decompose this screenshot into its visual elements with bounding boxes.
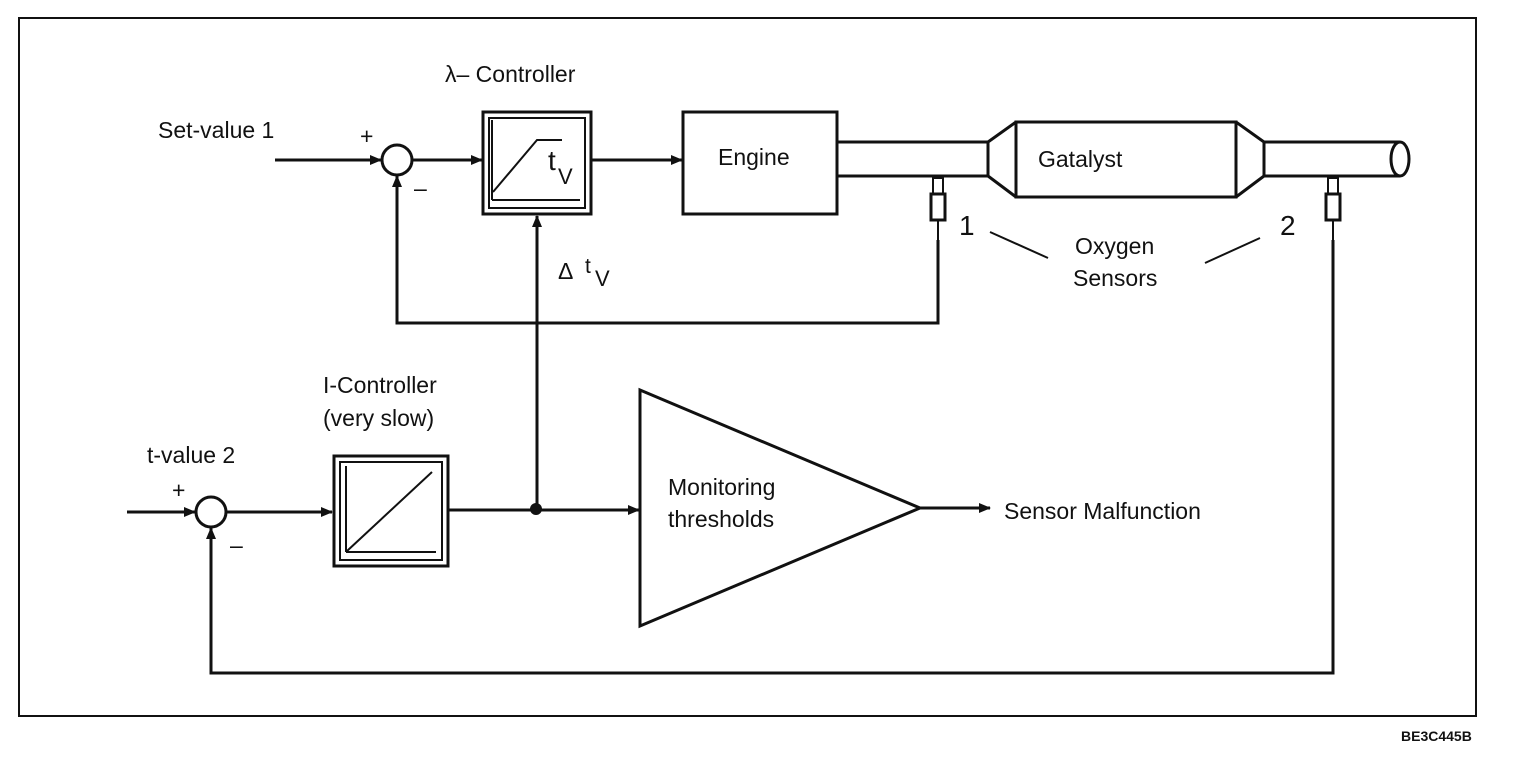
sensor-2-feedback-line (209, 240, 1335, 675)
delta-tv-letter: t (585, 255, 591, 278)
thresholds-label: thresholds (668, 506, 774, 532)
sensor-2-number: 2 (1280, 210, 1296, 241)
t-value-2-label: t-value 2 (147, 442, 235, 468)
exhaust-pipe (837, 120, 1411, 199)
sensor-1-feedback-line (395, 190, 940, 325)
lambda-controller-label: λ– Controller (445, 61, 576, 87)
i-controller-label: I-Controller (323, 372, 437, 398)
engine-block (681, 110, 839, 216)
catalyst-block (1014, 120, 1238, 199)
delta-tv-subscript: V (595, 266, 610, 291)
i-controller-block (332, 454, 450, 568)
summing-junction-top (380, 143, 414, 177)
sensor-2-leader (1204, 237, 1261, 264)
monitoring-thresholds-comparator (638, 387, 924, 629)
summing-junction-bottom (194, 495, 228, 529)
diagram-frame (18, 17, 1477, 717)
sensor-malfunction-label: Sensor Malfunction (1004, 498, 1201, 524)
plus-sign-top: + (360, 123, 373, 149)
set-value-1-label: Set-value 1 (158, 117, 274, 143)
tv-subscript: V (558, 164, 573, 189)
minus-sign-bottom: – (230, 532, 243, 558)
tv-letter: t (548, 145, 556, 176)
oxygen-label: Oxygen (1075, 233, 1154, 259)
lambda-controller-block (481, 110, 593, 216)
engine-label: Engine (718, 144, 790, 170)
very-slow-label: (very slow) (323, 405, 434, 431)
plus-sign-bottom: + (172, 477, 185, 503)
sensor-1-number: 1 (959, 210, 975, 241)
figure-code: BE3C445B (1401, 728, 1472, 744)
branch-point (530, 503, 542, 515)
monitoring-label: Monitoring (668, 474, 775, 500)
sensors-label: Sensors (1073, 265, 1157, 291)
minus-sign-top: – (414, 175, 427, 201)
catalyst-label: Gatalyst (1038, 146, 1123, 172)
delta-symbol: Δ (558, 258, 573, 284)
oxygen-sensor-2-probe (1324, 177, 1342, 240)
sensor-1-leader (989, 231, 1049, 259)
oxygen-sensor-1-probe (929, 177, 947, 240)
